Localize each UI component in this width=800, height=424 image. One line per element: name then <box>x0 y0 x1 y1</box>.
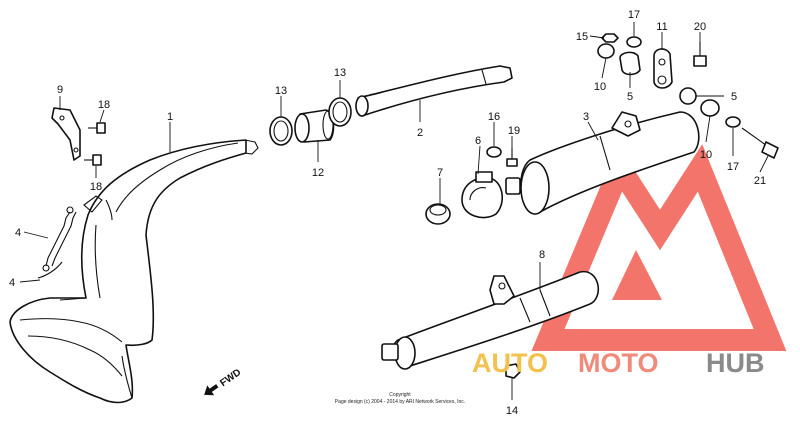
fwd-label: FWD <box>218 367 243 389</box>
label-11: 11 <box>656 21 667 33</box>
washer-17-right <box>725 116 741 128</box>
label-17-upper: 17 <box>628 9 640 21</box>
collar-5-right <box>679 87 697 105</box>
label-1: 1 <box>167 111 173 123</box>
label-5-right: 5 <box>731 91 737 103</box>
bolt-21 <box>741 127 779 159</box>
watermark-hub: HUB <box>706 348 765 378</box>
grommet-10-upper <box>597 43 615 59</box>
label-13-left: 13 <box>275 85 287 97</box>
label-4-upper: 4 <box>15 227 21 239</box>
silencer-lower <box>381 271 599 370</box>
label-10-right: 10 <box>700 149 712 161</box>
label-3: 3 <box>583 111 589 123</box>
joint-12 <box>294 109 335 143</box>
label-12: 12 <box>312 167 324 179</box>
watermark-auto: AUTO <box>472 348 548 378</box>
silencer-upper <box>505 111 700 215</box>
bolt-18-lower <box>84 154 102 166</box>
label-16: 16 <box>488 111 500 123</box>
label-18-upper: 18 <box>98 99 110 111</box>
fwd-arrow-icon: FWD <box>204 367 243 396</box>
expansion-chamber <box>9 139 259 404</box>
label-4-lower: 4 <box>9 277 15 289</box>
label-8: 8 <box>539 249 545 261</box>
joint-7 <box>425 203 451 225</box>
label-7: 7 <box>437 167 443 179</box>
watermark-wordmark: AUTO MOTO HUB <box>472 348 765 378</box>
nut-14 <box>505 363 521 379</box>
washer-16 <box>486 146 502 158</box>
leader-lines <box>19 22 769 400</box>
bolt-18-upper <box>88 122 106 134</box>
nut-15 <box>601 33 619 43</box>
connecting-pipe <box>355 65 513 117</box>
washer-17-upper <box>626 36 642 48</box>
label-10-upper: 10 <box>594 81 606 93</box>
label-18-lower: 18 <box>90 181 102 193</box>
label-2: 2 <box>417 127 423 139</box>
gasket-13-right <box>328 97 352 127</box>
label-9: 9 <box>57 84 63 96</box>
clamp-6 <box>461 171 503 219</box>
label-19: 19 <box>508 125 520 137</box>
label-20: 20 <box>694 21 706 33</box>
bolt-20 <box>693 42 707 67</box>
springs <box>37 206 77 279</box>
collar-5-upper <box>619 51 641 76</box>
label-21: 21 <box>754 175 766 187</box>
label-5-upper: 5 <box>627 91 633 103</box>
bracket <box>51 107 81 161</box>
copyright-line2: Page design (c) 2004 - 2014 by ARI Netwo… <box>335 399 465 405</box>
label-15: 15 <box>576 31 588 43</box>
label-17-right: 17 <box>727 161 739 173</box>
bolt-19 <box>506 148 518 167</box>
label-14: 14 <box>506 405 518 417</box>
watermark-logo <box>531 144 787 351</box>
label-6: 6 <box>475 135 481 147</box>
bracket-11 <box>653 48 673 89</box>
gasket-13-left <box>269 116 293 146</box>
copyright-line1: Copyright <box>389 392 411 398</box>
watermark-moto: MOTO <box>578 348 659 378</box>
grommet-10-right <box>700 99 720 117</box>
label-13-right: 13 <box>334 67 346 79</box>
